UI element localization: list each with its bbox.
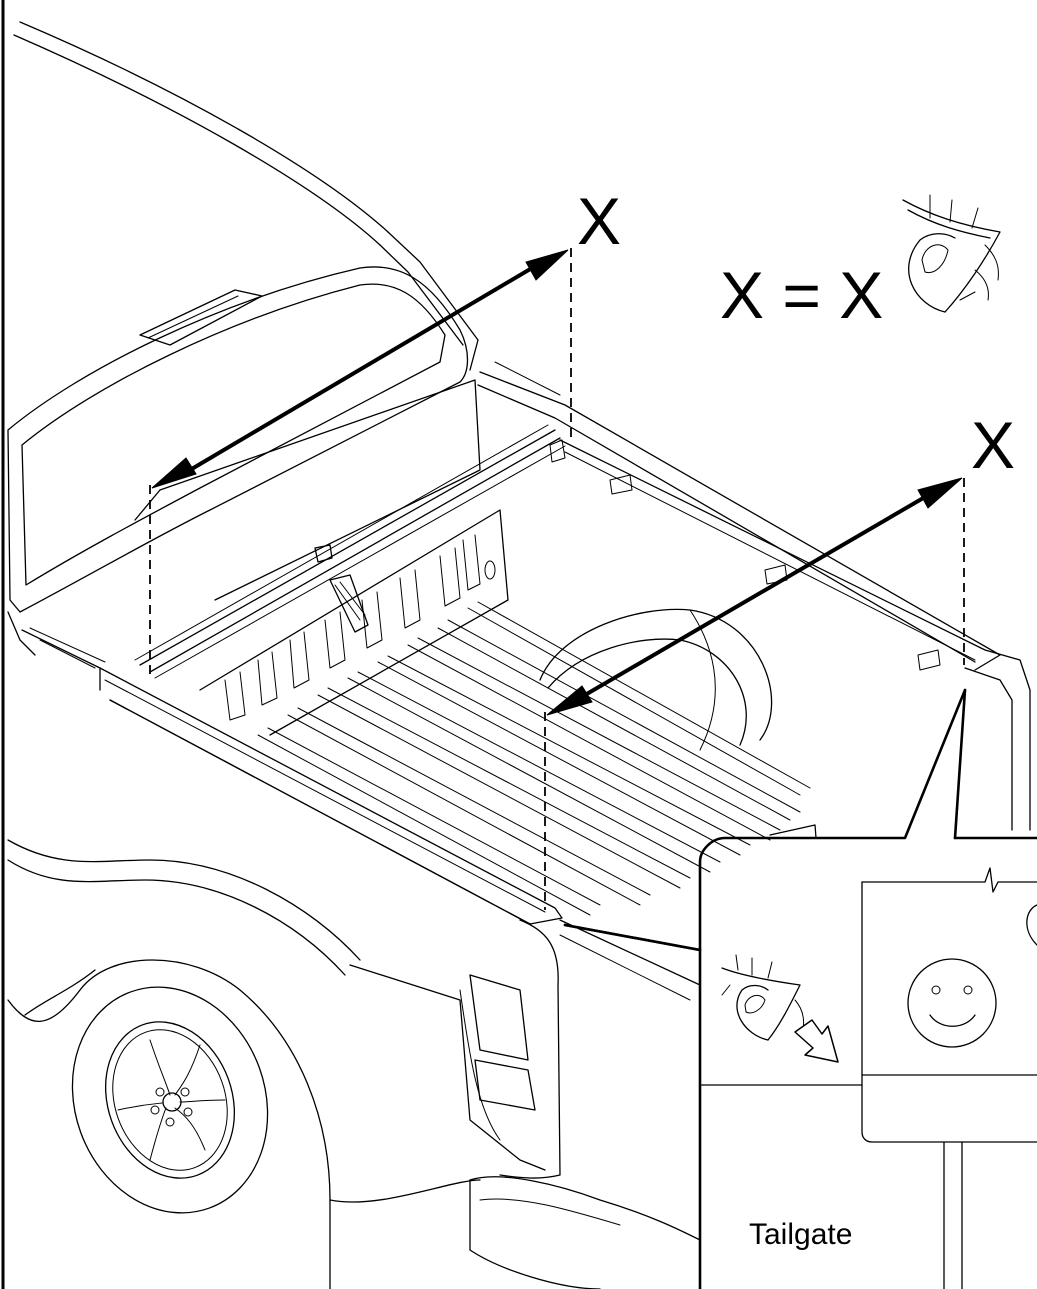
arrow-head-left-b: [525, 249, 569, 281]
arrow-head-right-a: [546, 685, 593, 716]
equation-label: X = X: [720, 258, 883, 332]
x-label-left: X: [577, 184, 621, 258]
smiley-face-icon: [907, 958, 997, 1048]
truck-body: [7, 824, 817, 1289]
truck-bed: [21, 361, 1031, 925]
tailgate-callout: Tailgate: [563, 688, 1037, 1289]
arrow-head-right-b: [917, 477, 963, 509]
measurement-right: [544, 477, 965, 910]
truck-cab: [7, 21, 479, 656]
measurement-left: [149, 248, 572, 680]
arrow-head-left-a: [151, 457, 197, 489]
eye-icon: [902, 194, 1001, 313]
eye-icon: [721, 954, 805, 1041]
arrow-icon: [794, 1019, 839, 1063]
wheel: [71, 986, 269, 1214]
tailgate-label: Tailgate: [749, 1218, 852, 1251]
x-label-right: X: [971, 408, 1015, 482]
